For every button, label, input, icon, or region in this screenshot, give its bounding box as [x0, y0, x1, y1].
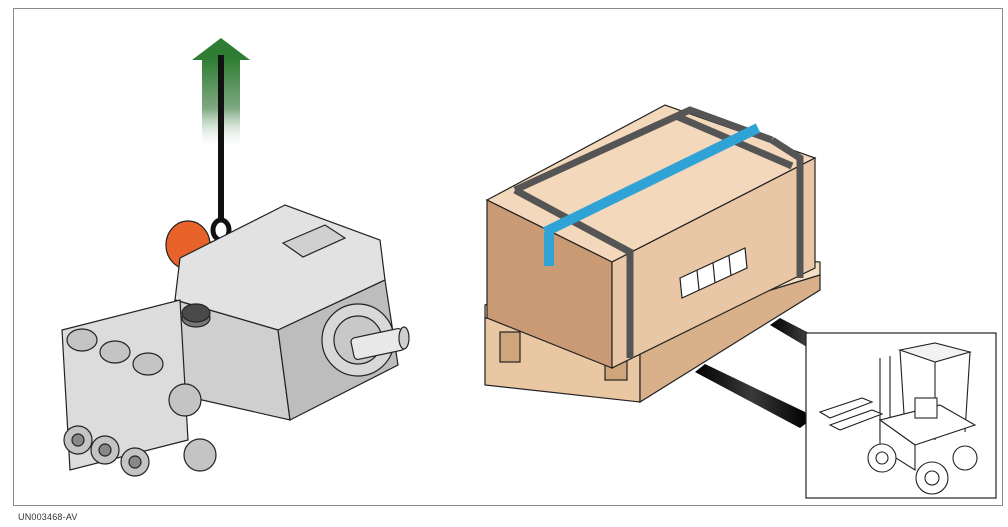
figure-code: UN003468-AV: [18, 512, 78, 522]
figure-frame: [13, 8, 1003, 506]
tape: [542, 123, 761, 237]
pump: [61, 204, 410, 477]
packed-crate: [485, 104, 817, 369]
forklift-inset: [805, 332, 997, 499]
crate-label: [679, 247, 748, 299]
